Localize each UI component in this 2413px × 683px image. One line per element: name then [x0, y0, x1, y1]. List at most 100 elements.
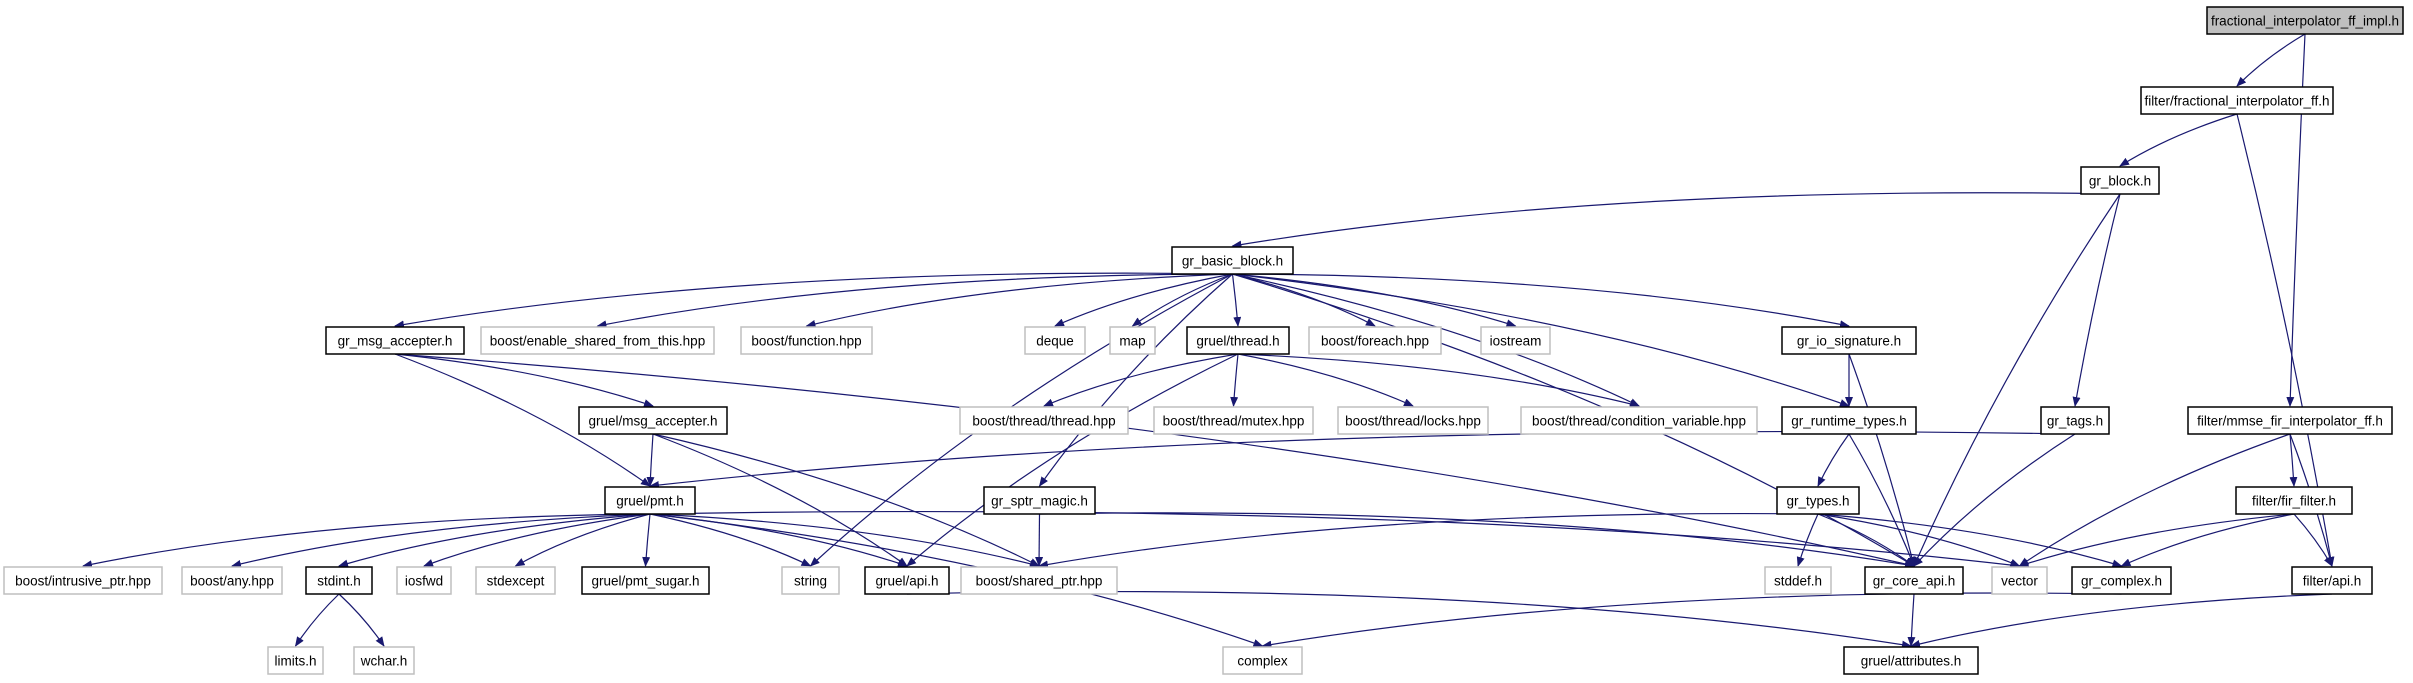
node-label: limits.h — [274, 654, 316, 669]
node-esft: boost/enable_shared_from_this.hpp — [480, 326, 715, 355]
node-iosig[interactable]: gr_io_signature.h — [1781, 326, 1917, 355]
edge-n_sptr-to-n_coreapi — [1039, 512, 1915, 569]
edge-n_firf-to-n_fapi — [2293, 513, 2333, 567]
node-coreapi[interactable]: gr_core_api.h — [1864, 566, 1964, 595]
node-label: deque — [1036, 334, 1074, 349]
node-gapi[interactable]: gruel/api.h — [864, 566, 950, 595]
node-msgacc[interactable]: gr_msg_accepter.h — [325, 326, 465, 355]
node-box — [267, 646, 324, 675]
node-label: gr_runtime_types.h — [1791, 414, 1907, 429]
node-box — [2206, 6, 2404, 35]
node-label: boost/thread/locks.hpp — [1345, 414, 1481, 429]
node-label: boost/shared_ptr.hpp — [976, 574, 1103, 589]
node-rtypes[interactable]: gr_runtime_types.h — [1781, 406, 1917, 435]
edge-n_basic-to-n_gthread — [1231, 273, 1242, 327]
node-label: fractional_interpolator_ff_impl.h — [2211, 14, 2399, 29]
edge-n_mmse-to-n_vector — [2018, 433, 2291, 567]
edge-n_basic-to-n_deque — [1054, 273, 1233, 327]
edge-n_tags-to-n_pmt — [649, 430, 2076, 489]
edge-n_gmsgacc-to-n_gapi — [652, 433, 908, 567]
node-box — [1153, 406, 1314, 435]
node-map: map — [1109, 326, 1156, 355]
node-attr[interactable]: gruel/attributes.h — [1843, 646, 1979, 675]
node-box — [578, 406, 728, 435]
edge-n_gthread-to-n_gapi — [906, 353, 1239, 567]
node-box — [2187, 406, 2393, 435]
edge-n_gthread-to-n_bcond — [1237, 353, 1640, 408]
edge-n_gmsgacc-to-n_bshared — [652, 433, 1040, 567]
node-types[interactable]: gr_types.h — [1776, 486, 1860, 515]
edge-n_basic-to-n_sptr — [1038, 273, 1233, 487]
node-vector: vector — [1991, 566, 2048, 595]
node-box — [1480, 326, 1551, 355]
node-label: wchar.h — [360, 654, 408, 669]
node-pmtsugar[interactable]: gruel/pmt_sugar.h — [581, 566, 710, 595]
node-label: gr_io_signature.h — [1797, 334, 1901, 349]
edge-n_firf-to-n_complex — [2120, 513, 2295, 567]
node-firf[interactable]: filter/fir_filter.h — [2235, 486, 2353, 515]
edge-n_iosig-to-n_coreapi — [1848, 353, 1916, 567]
node-pmt[interactable]: gruel/pmt.h — [604, 486, 696, 515]
node-box — [1308, 326, 1442, 355]
node-label: gr_complex.h — [2081, 574, 2162, 589]
node-box — [959, 406, 1129, 435]
edge-n_gthread-to-n_blocks — [1237, 353, 1414, 407]
node-label: gruel/msg_accepter.h — [588, 414, 717, 429]
node-mmse[interactable]: filter/mmse_fir_interpolator_ff.h — [2187, 406, 2393, 435]
edge-n_pmt-to-n_string — [649, 513, 812, 567]
node-gthread[interactable]: gruel/thread.h — [1186, 326, 1290, 355]
node-tags[interactable]: gr_tags.h — [2040, 406, 2110, 435]
edge-n_basic-to-n_rtypes — [1232, 273, 1850, 407]
edge-n_basic-to-n_iosig — [1232, 273, 1850, 329]
edge-n_types-to-n_bshared — [1038, 512, 1819, 569]
header-nodes: fractional_interpolator_ff_impl.h filter/… — [3, 6, 2404, 675]
node-label: gr_core_api.h — [1873, 574, 1956, 589]
node-label: boost/function.hpp — [751, 334, 861, 349]
node-box — [396, 566, 452, 595]
node-complex[interactable]: gr_complex.h — [2071, 566, 2172, 595]
node-box — [3, 566, 163, 595]
node-label: gruel/thread.h — [1196, 334, 1279, 349]
node-label: boost/foreach.hpp — [1321, 334, 1429, 349]
node-bshared: boost/shared_ptr.hpp — [960, 566, 1118, 595]
node-box — [1864, 566, 1964, 595]
node-sptr[interactable]: gr_sptr_magic.h — [983, 486, 1096, 515]
node-fapi[interactable]: filter/api.h — [2291, 566, 2373, 595]
node-box — [2140, 86, 2334, 115]
node-box — [2040, 406, 2110, 435]
node-root[interactable]: fractional_interpolator_ff_impl.h — [2206, 6, 2404, 35]
edge-n_sptr-to-n_bshared — [1035, 513, 1044, 567]
node-label: gr_tags.h — [2047, 414, 2103, 429]
edge-n_basic-to-n_esft — [596, 273, 1233, 329]
edge-n_types-to-n_stddef — [1796, 513, 1819, 567]
node-wchar: wchar.h — [353, 646, 415, 675]
node-label: gruel/api.h — [875, 574, 938, 589]
node-label: string — [794, 574, 827, 589]
node-basic[interactable]: gr_basic_block.h — [1171, 246, 1294, 275]
edge-n_msgacc-to-n_gmsgacc — [394, 353, 654, 407]
edge-n_fapi-to-n_attr — [1910, 593, 2333, 648]
node-box — [1843, 646, 1979, 675]
edge-n_pmt-to-n_stdint — [338, 513, 651, 568]
node-box — [1337, 406, 1489, 435]
node-gmsgacc[interactable]: gruel/msg_accepter.h — [578, 406, 728, 435]
edge-n_complex-to-n_cplx — [1261, 592, 2122, 649]
node-cplx: complex — [1222, 646, 1303, 675]
edge-n_pmt-to-n_bintr — [82, 513, 651, 569]
edge-n_gapi-to-n_attr — [906, 590, 1912, 649]
node-label: boost/thread/mutex.hpp — [1163, 414, 1305, 429]
node-label: boost/enable_shared_from_this.hpp — [490, 334, 705, 349]
node-box — [1781, 326, 1917, 355]
node-label: iostream — [1490, 334, 1542, 349]
node-deque: deque — [1024, 326, 1086, 355]
edge-n_grblock-to-n_coreapi — [1913, 193, 2121, 567]
node-label: vector — [2001, 574, 2038, 589]
node-stdint[interactable]: stdint.h — [305, 566, 373, 595]
node-label: filter/api.h — [2303, 574, 2362, 589]
edge-n_types-to-n_complex — [1817, 513, 2123, 568]
node-label: filter/mmse_fir_interpolator_ff.h — [2197, 414, 2383, 429]
node-fif[interactable]: filter/fractional_interpolator_ff.h — [2140, 86, 2334, 115]
node-stdexcept: stdexcept — [475, 566, 556, 595]
node-grblock[interactable]: gr_block.h — [2080, 166, 2160, 195]
edge-n_gmsgacc-to-n_pmt — [646, 433, 655, 487]
